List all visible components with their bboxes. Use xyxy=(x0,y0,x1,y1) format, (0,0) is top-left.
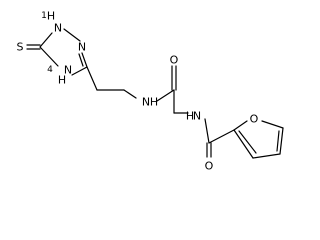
atom-n4: N xyxy=(64,64,72,77)
atom-n4-locant: 4 xyxy=(47,65,53,75)
bond-c5-n1 xyxy=(39,32,53,48)
atom-n1: N xyxy=(54,22,62,35)
bond-furan-c3-c2-inner xyxy=(238,130,257,154)
atom-n-furamide: N xyxy=(193,110,201,123)
atom-n4-h: H xyxy=(58,74,66,87)
atom-n-amide: N xyxy=(142,96,150,109)
atom-o-furan: O xyxy=(250,113,259,126)
bond-nh-carbonyl xyxy=(156,89,175,102)
bond-furan-c2-o xyxy=(233,120,248,131)
bond-furan-c5-c4-inner xyxy=(276,130,280,152)
bond-carbonyl2-furan xyxy=(208,129,235,144)
bond-furan-c4-c3 xyxy=(252,153,281,159)
bond-n2-c3 xyxy=(81,52,88,68)
molecule-structure: S 1 H N N 4 H N N H O N H O O xyxy=(17,10,284,173)
bond-n4-c5 xyxy=(39,46,59,67)
atom-h-furamide: H xyxy=(186,110,194,123)
atom-s: S xyxy=(17,41,24,54)
bond-furan-c5-c4 xyxy=(279,127,284,155)
atom-n1-locant: 1 xyxy=(41,11,47,21)
atom-o-amide: O xyxy=(170,54,179,67)
bond-c3-n4 xyxy=(71,66,88,76)
bond-nh2-carbonyl2 xyxy=(204,118,210,144)
bond-c3-ch2a xyxy=(86,66,98,91)
atom-n2: N xyxy=(78,41,86,54)
bond-furan-o-c5 xyxy=(261,120,284,129)
bond-furan-c3-c2 xyxy=(233,129,254,159)
atom-o-furamide: O xyxy=(205,160,214,173)
molecule-canvas: S 1 H N N 4 H N N H O N H O O xyxy=(17,10,284,173)
bond-n2-c3-inner xyxy=(78,53,84,67)
bond-n1-n2 xyxy=(63,28,81,42)
bond-ch2b-nh xyxy=(123,89,137,99)
atom-h-amide: H xyxy=(150,96,158,109)
atom-n1-h: H xyxy=(47,10,55,23)
atom-labels: S 1 H N N 4 H N N H O N H O O xyxy=(17,10,259,173)
bonds xyxy=(26,28,284,159)
